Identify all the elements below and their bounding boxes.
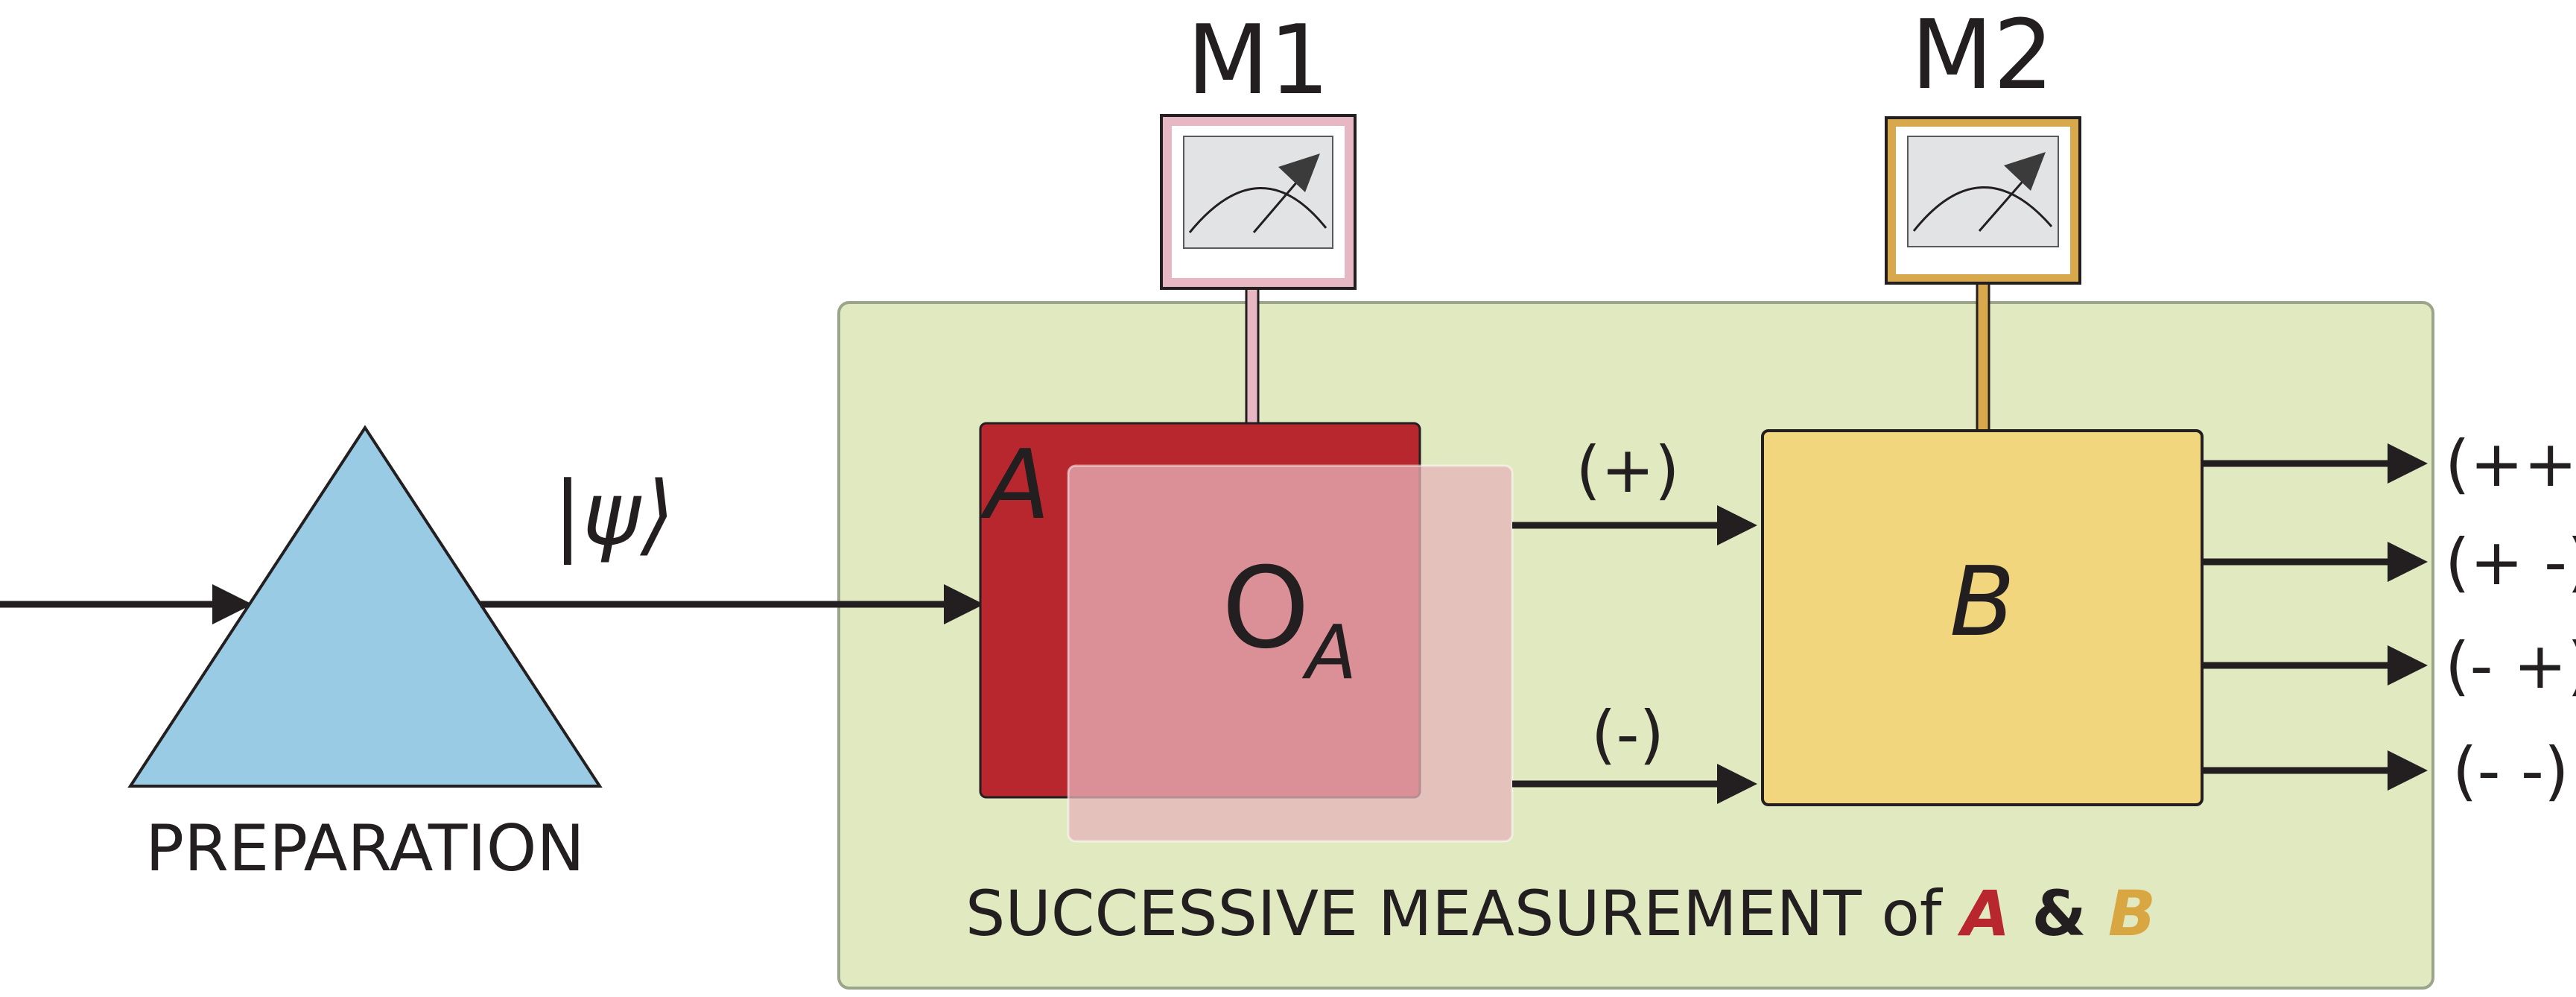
branch-plus-label: (+) [1576,433,1679,507]
meter-m2 [1885,116,2081,285]
meter-m2-connector [1976,282,1990,434]
measurement-caption: SUCCESSIVE MEASUREMENT of A & B [965,877,2156,950]
caption-a: A [1957,877,2010,950]
caption-b: B [2108,877,2156,950]
meter-m1-label: M1 [1187,5,1330,116]
box-a-label: A [980,430,1050,541]
output-label-3: (- +) [2445,629,2576,703]
output-label-2: (+ -) [2445,525,2576,600]
operator-oa-label: O [1222,544,1310,674]
state-label: |ψ⟩ [553,462,675,565]
output-label-1: (++) [2445,427,2576,501]
branch-minus-label: (-) [1591,697,1664,772]
box-b-label: B [1950,547,2015,658]
box-b [1761,429,2204,806]
preparation-label: PREPARATION [145,811,585,886]
meter-m1 [1160,114,1357,290]
caption-amp: & [2010,877,2108,950]
operator-oa-subscript: A [1301,609,1357,696]
caption-text: SUCCESSIVE MEASUREMENT of [965,877,1961,950]
meter-m2-label: M2 [1911,0,2054,111]
output-label-4: (- -) [2452,734,2569,808]
operator-oa [1067,464,1514,843]
